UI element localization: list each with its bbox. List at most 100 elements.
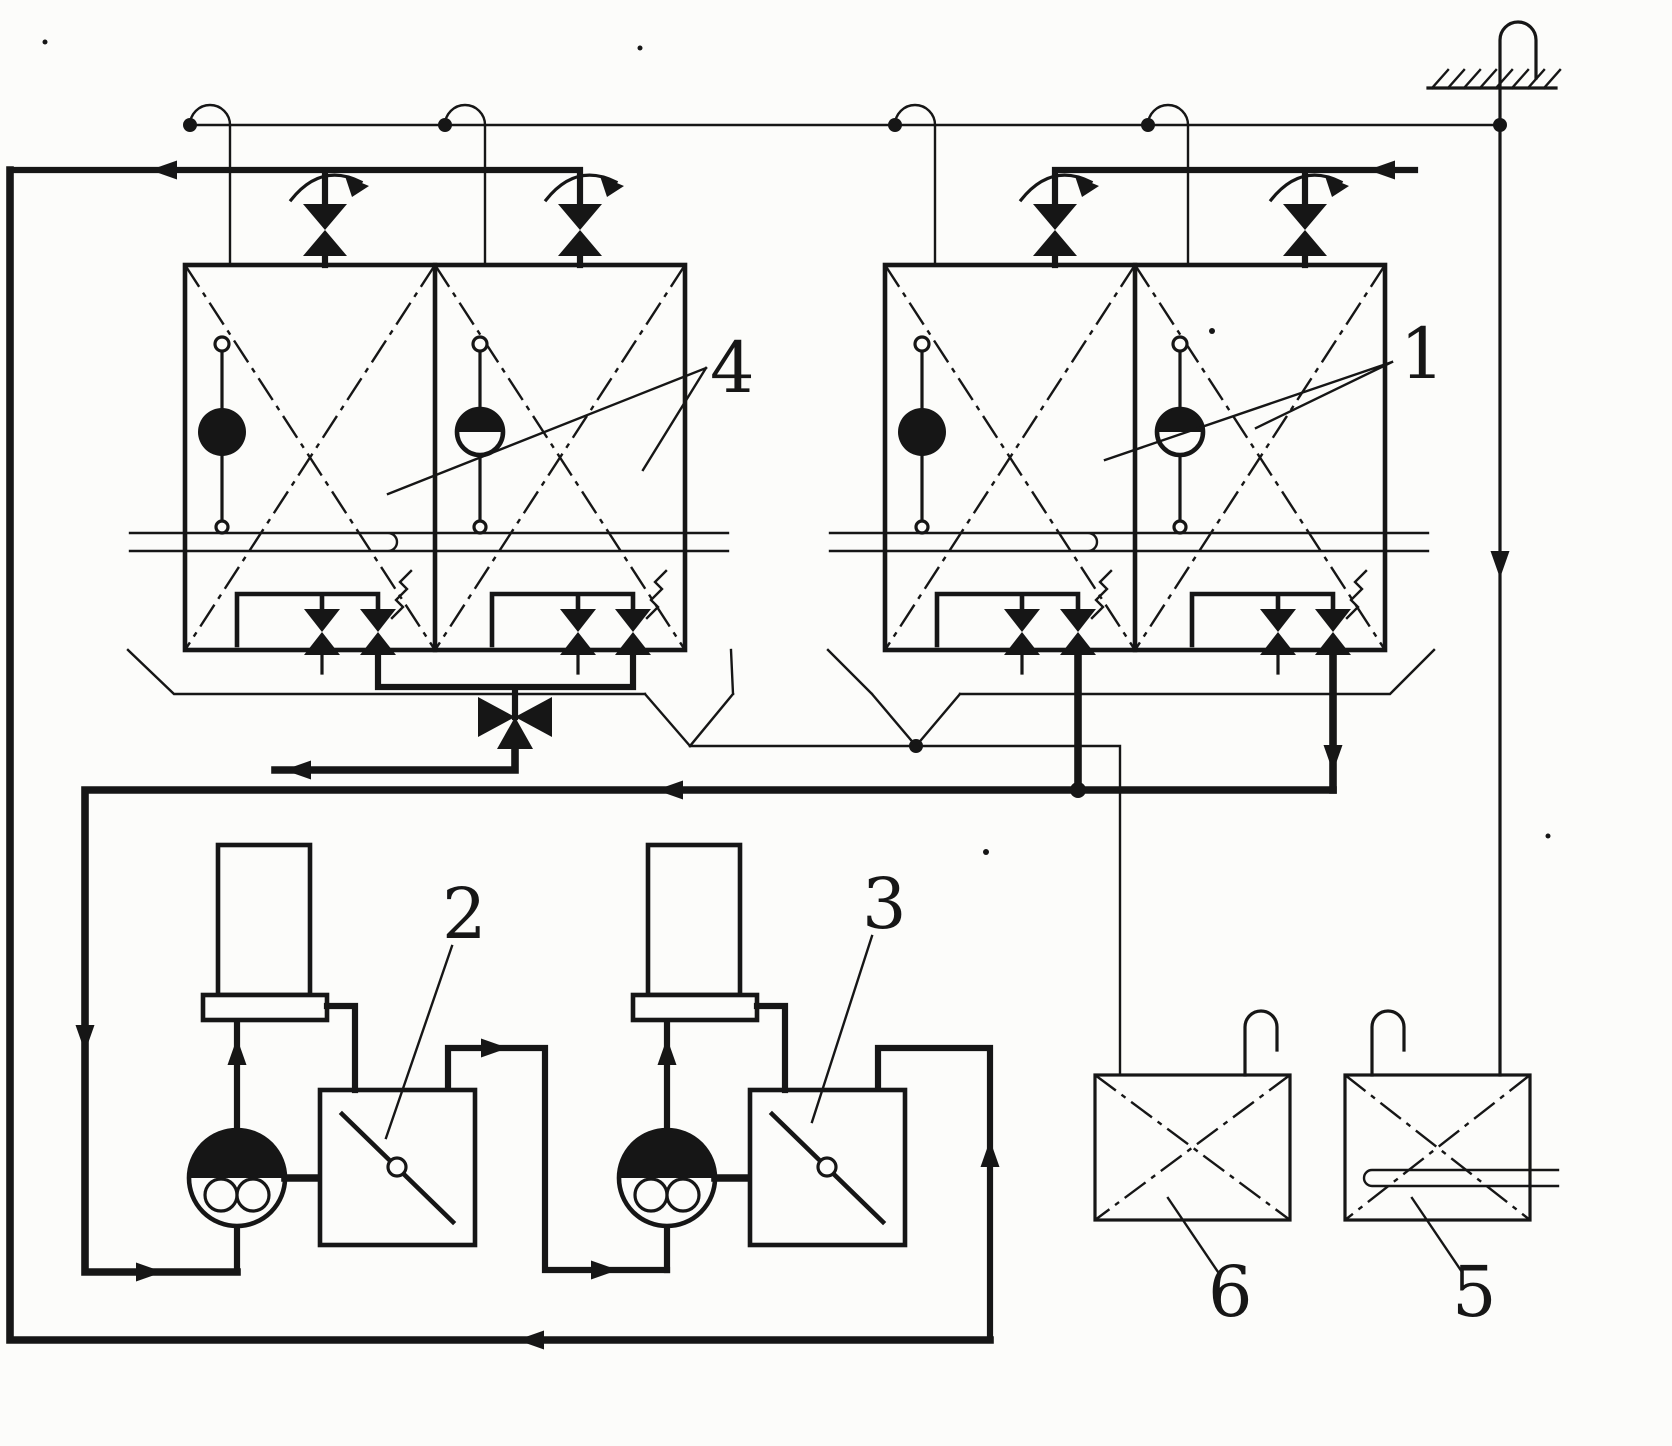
leader-label-4 — [386, 366, 708, 496]
drip-pan-right — [826, 648, 1436, 748]
speck — [1209, 328, 1215, 334]
box-diagonal — [1344, 1074, 1531, 1221]
actuator-arrow-icon — [1019, 173, 1101, 202]
flow-arrow-left — [517, 1330, 544, 1350]
junction-dot — [1070, 782, 1086, 798]
tank-battery-left — [130, 265, 728, 673]
main-bottom-line — [6, 166, 994, 1350]
flow-arrow-right — [591, 1260, 618, 1280]
exchanger-box-6 — [1093, 1009, 1292, 1222]
flow-arrow-up — [657, 1038, 677, 1065]
label-1: 1 — [1400, 313, 1445, 395]
vent-gooseneck — [1498, 20, 1538, 127]
u-tube-icon — [1362, 1168, 1560, 1188]
flow-arrow-down — [1323, 745, 1343, 772]
vent-manifold — [183, 20, 1562, 267]
junction-dot — [438, 118, 452, 132]
discharge-pipe — [874, 1044, 1000, 1344]
box-outline — [1093, 1073, 1292, 1222]
flow-arrow-right — [136, 1262, 163, 1282]
flow-arrow-up — [980, 1140, 1000, 1167]
transfer-pipe-run — [444, 1044, 671, 1274]
pump-unit-2 — [189, 845, 475, 1276]
control-valve-icon — [1033, 204, 1077, 256]
drop-pipes — [1074, 651, 1337, 794]
valve-box — [750, 1090, 905, 1245]
control-valve-icon — [1283, 204, 1327, 256]
control-valve-icon — [558, 204, 602, 256]
flow-arrow-left — [656, 780, 683, 800]
exchanger-box-5 — [1343, 1009, 1560, 1222]
connector-pipe — [323, 1002, 359, 1094]
drip-pan-left — [126, 648, 735, 748]
vent-drop-pipes — [228, 123, 1190, 267]
actuator-arrow-icon — [289, 173, 371, 202]
label-6: 6 — [1208, 1251, 1253, 1333]
gear-pump-icon — [619, 1130, 715, 1226]
box-diagonal — [1094, 1074, 1291, 1221]
flow-arrow-left — [150, 160, 177, 180]
label-4: 4 — [710, 327, 755, 409]
supply-pipe — [6, 166, 584, 269]
valve-box — [320, 1090, 475, 1245]
leader-label-3 — [810, 934, 874, 1124]
drain-group-right — [1074, 651, 1343, 794]
box-diagonal — [1094, 1074, 1291, 1221]
speck — [42, 39, 48, 45]
box-diagonal — [1344, 1074, 1531, 1221]
tank-battery-right — [830, 265, 1428, 673]
drip-pans — [126, 648, 1436, 748]
control-valve-icon — [303, 204, 347, 256]
return-line — [75, 780, 1337, 1282]
cylinder-vessel — [203, 845, 327, 1020]
leader-label-2 — [384, 944, 454, 1140]
three-way-valve-icon — [497, 717, 533, 749]
label-2: 2 — [442, 873, 487, 955]
gear-pump-icon — [189, 1130, 285, 1226]
supply-line-left — [6, 160, 626, 269]
pipe-loop-icons — [188, 103, 1190, 127]
flow-arrow-down — [75, 1025, 95, 1052]
cylinder-vessel — [633, 845, 757, 1020]
drain-pipe — [688, 744, 1122, 1077]
paper-specks — [42, 39, 1551, 855]
flow-arrow-left — [284, 760, 311, 780]
actuator-arrow-icon — [1269, 173, 1351, 202]
three-way-valve-icon — [515, 697, 552, 737]
junction-dot — [1141, 118, 1155, 132]
flow-arrow-left — [1368, 160, 1395, 180]
collector-pipe — [374, 651, 637, 721]
discharge-run — [874, 1044, 994, 1344]
label-leaders — [384, 360, 1464, 1274]
supply-pipe — [1051, 166, 1419, 269]
junction-dot — [888, 118, 902, 132]
pump-unit-3 — [619, 845, 905, 1274]
three-way-valve-icon — [478, 697, 515, 737]
label-3: 3 — [862, 863, 907, 945]
main-pipe — [6, 166, 994, 1344]
junction-dot — [909, 739, 923, 753]
condensate-drain-line — [688, 739, 1122, 1077]
flow-arrow-up — [227, 1038, 247, 1065]
speck — [637, 45, 643, 51]
outlet-pipe — [271, 745, 519, 774]
speck — [1545, 833, 1551, 839]
drain-group-left — [271, 651, 637, 780]
leader-label-5 — [1410, 1196, 1464, 1274]
transfer-pipe — [444, 1038, 671, 1280]
connector-pipe — [753, 1002, 789, 1094]
box-outline — [1343, 1073, 1532, 1222]
vent-line-right — [1490, 123, 1510, 1077]
junction-dot — [183, 118, 197, 132]
leader-label-1 — [1103, 360, 1394, 462]
flow-arrow-right — [481, 1038, 508, 1058]
leader-label-6 — [1166, 1196, 1220, 1274]
ground-hatch-icon — [1430, 68, 1562, 90]
vent-hook-icon — [1243, 1009, 1279, 1077]
speck — [983, 849, 989, 855]
label-5: 5 — [1452, 1251, 1497, 1333]
supply-line-right — [1019, 160, 1419, 269]
flow-arrow-down — [1490, 551, 1510, 578]
